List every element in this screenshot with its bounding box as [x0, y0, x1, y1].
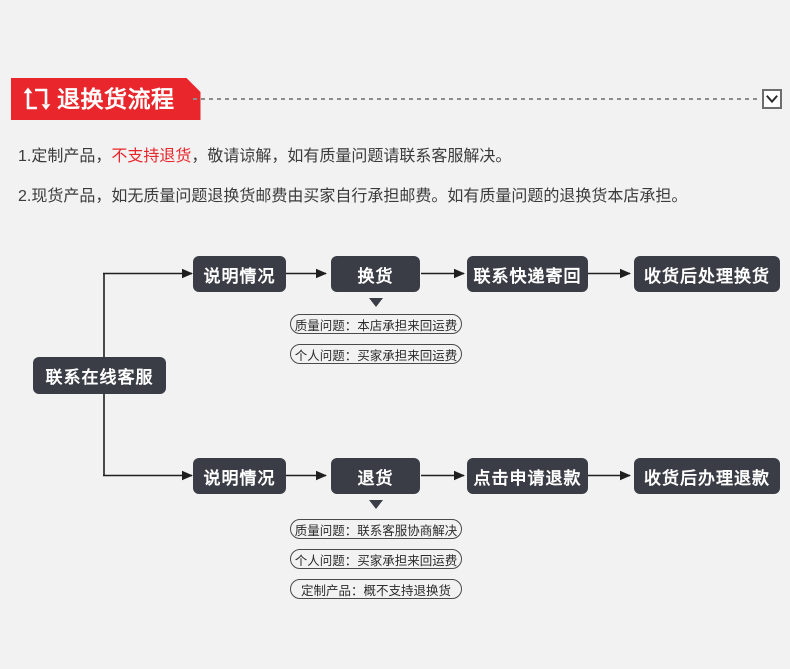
flow-exchange-note-1: 质量问题：本店承担来回运费 [290, 314, 462, 334]
flow-node-exchange-step-1[interactable]: 说明情况 [193, 256, 286, 292]
chevron-down-icon[interactable] [762, 89, 782, 109]
flow-node-label: 说明情况 [203, 266, 276, 286]
header-dashed-divider [193, 98, 759, 100]
flow-node-refund-step-1[interactable]: 说明情况 [193, 458, 286, 494]
policy-line-1-suffix: ，敬请谅解，如有质量问题请联系客服解决。 [191, 148, 512, 165]
return-exchange-loop-icon [23, 86, 51, 112]
page-title: 退换货流程 [57, 85, 175, 112]
flow-node-refund-step-4[interactable]: 收货后办理退款 [634, 458, 780, 494]
policy-line-2: 2.现货产品，如无质量问题退换货邮费由买家自行承担邮费。如有质量问题的退换货本店… [18, 188, 688, 205]
policy-line-1: 1.定制产品，不支持退货，敬请谅解，如有质量问题请联系客服解决。 [18, 149, 511, 165]
flow-exchange-down-arrow [369, 298, 383, 307]
flow-refund-note-1: 质量问题：联系客服协商解决 [290, 519, 462, 539]
flow-node-root-label: 联系在线客服 [45, 368, 154, 387]
flow-note-label: 质量问题：本店承担来回运费 [294, 318, 458, 333]
flow-node-label: 退货 [357, 468, 394, 488]
flow-node-label: 收货后办理退款 [644, 468, 770, 488]
flow-node-label: 联系快递寄回 [473, 266, 582, 286]
flow-refund-down-arrow [369, 500, 383, 509]
flow-node-exchange-step-2[interactable]: 换货 [331, 256, 420, 292]
flow-node-exchange-step-4[interactable]: 收货后处理换货 [634, 256, 780, 292]
flow-node-label: 点击申请退款 [473, 468, 582, 488]
section-header: 退换货流程 [0, 75, 790, 123]
flow-node-refund-step-3[interactable]: 点击申请退款 [467, 458, 588, 494]
flow-note-label: 质量问题：联系客服协商解决 [294, 523, 458, 538]
flow-refund-note-3: 定制产品：概不支持退换货 [290, 579, 462, 599]
flow-refund-note-2: 个人问题：买家承担来回运费 [290, 549, 462, 569]
flow-node-label: 换货 [357, 266, 394, 286]
flow-node-exchange-step-3[interactable]: 联系快递寄回 [467, 256, 588, 292]
flow-node-root[interactable]: 联系在线客服 [33, 357, 166, 394]
flow-exchange-note-2: 个人问题：买家承担来回运费 [290, 344, 462, 364]
flow-node-label: 说明情况 [203, 468, 276, 488]
section-header-banner: 退换货流程 [11, 78, 201, 120]
flow-node-refund-step-2[interactable]: 退货 [331, 458, 420, 494]
flow-note-label: 定制产品：概不支持退换货 [301, 583, 452, 598]
policy-line-1-warning: 不支持退货 [111, 148, 192, 165]
policy-line-1-prefix: 1.定制产品， [18, 148, 112, 165]
flow-note-label: 个人问题：买家承担来回运费 [294, 348, 458, 363]
flow-note-label: 个人问题：买家承担来回运费 [294, 553, 458, 568]
flow-node-label: 收货后处理换货 [644, 266, 770, 286]
